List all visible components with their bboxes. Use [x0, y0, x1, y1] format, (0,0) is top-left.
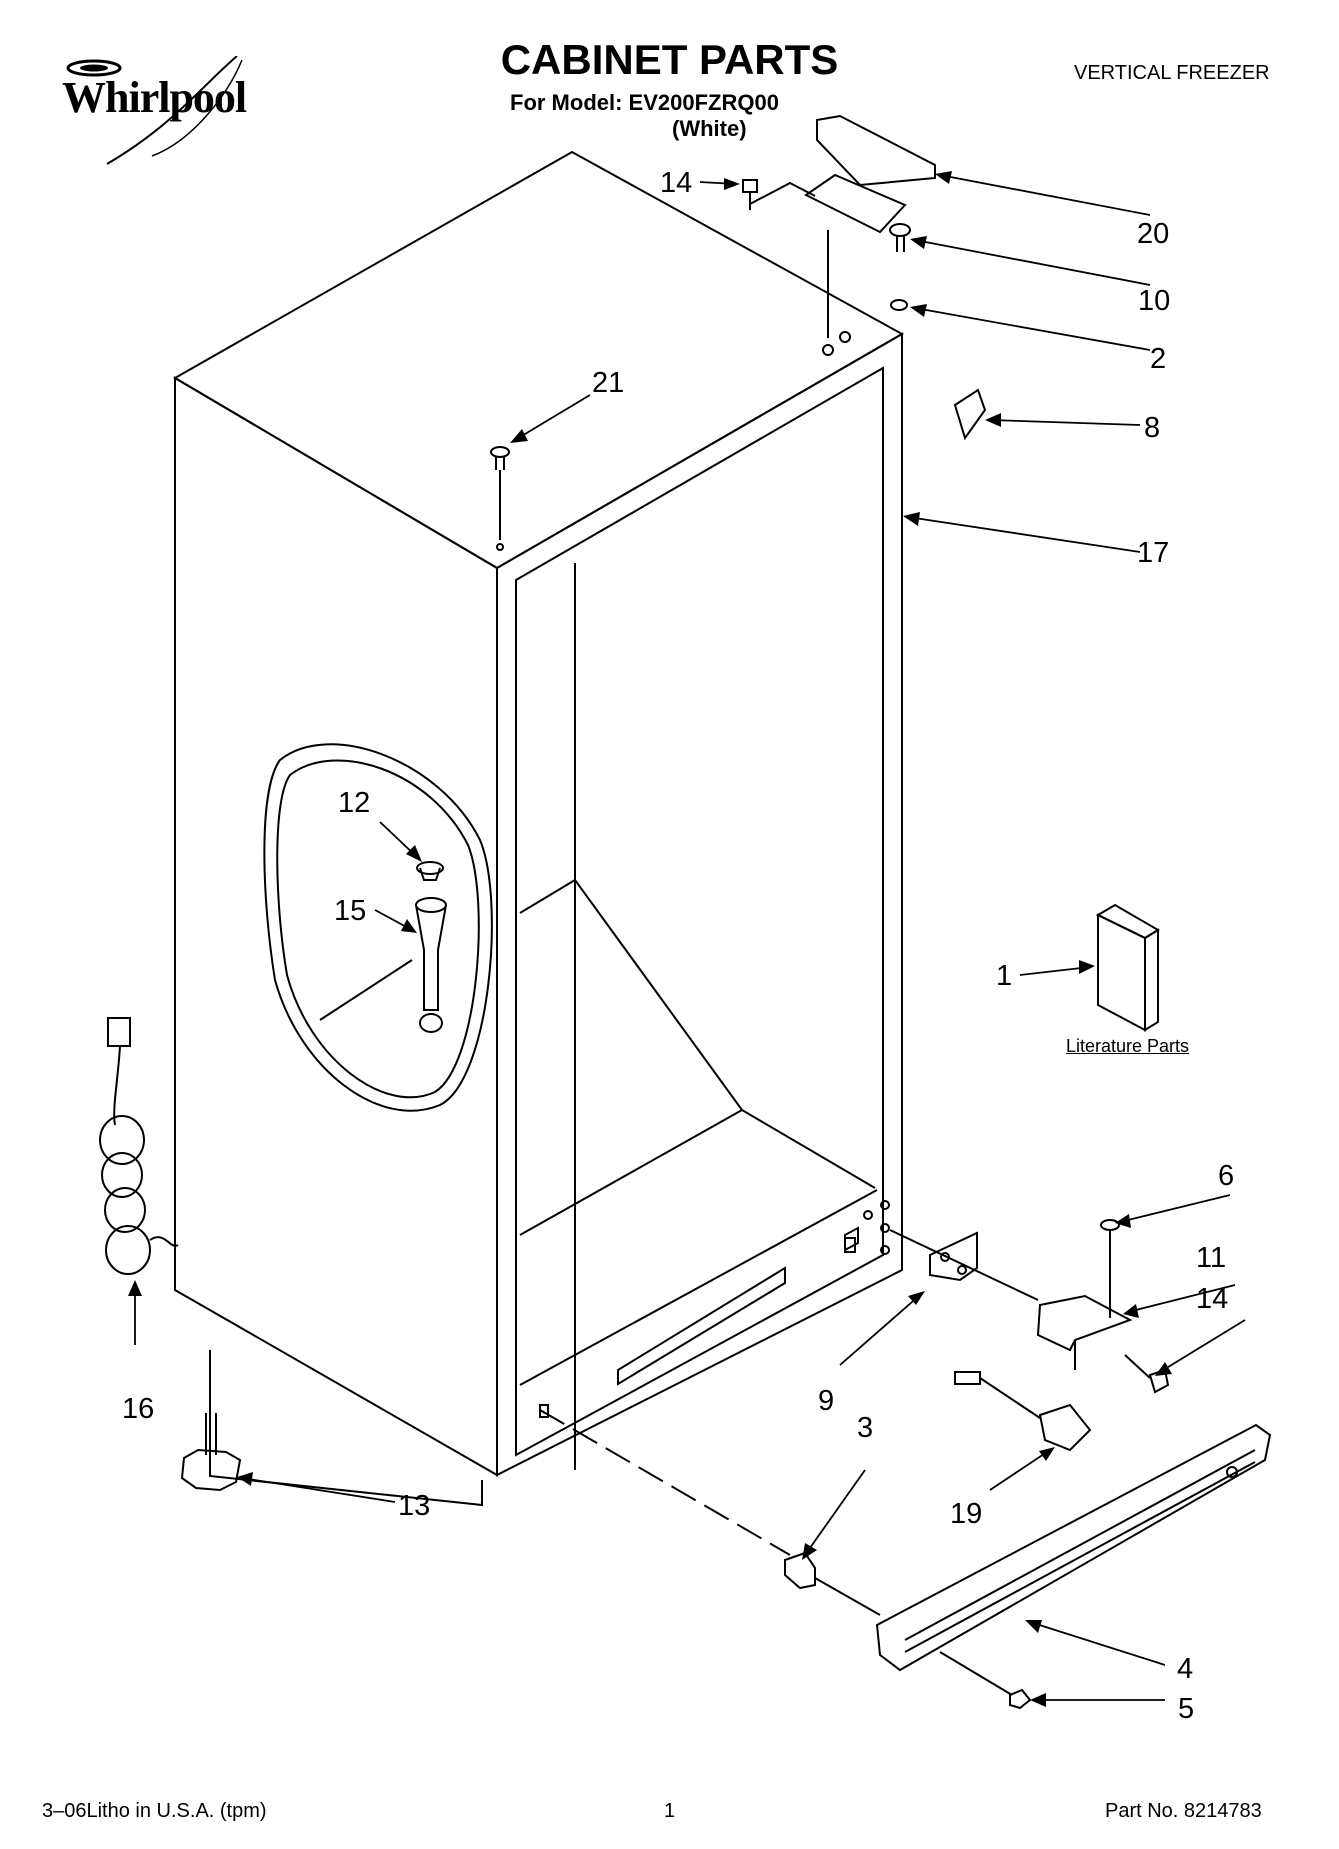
screw-21 [490, 446, 510, 551]
model-color: (White) [672, 116, 747, 141]
callout-8: 8 [1144, 412, 1160, 444]
drain-tube [319, 861, 447, 1033]
leveling-leg [180, 1413, 242, 1492]
model-number: For Model: EV200FZRQ00 [510, 90, 779, 115]
callout-4: 4 [1177, 1653, 1193, 1685]
top-hinge [742, 114, 936, 356]
callout-9: 9 [818, 1385, 834, 1417]
part-number: Part No. 8214783 [1105, 1800, 1262, 1822]
callout-14-bottom: 14 [1196, 1283, 1228, 1315]
callout-19: 19 [950, 1498, 982, 1530]
brand-logo-text: Whirlpool [62, 73, 247, 122]
callout-12: 12 [338, 787, 370, 819]
callout-15: 15 [334, 895, 366, 927]
door-stop [953, 388, 987, 441]
literature-parts-label: Literature Parts [1066, 1036, 1190, 1056]
callout-3: 3 [857, 1412, 873, 1444]
brand-logo: Whirlpool [62, 72, 247, 123]
bottom-hinge [844, 1210, 1170, 1394]
callout-17: 17 [1137, 537, 1169, 569]
callout-6: 6 [1218, 1160, 1234, 1192]
callout-13: 13 [398, 1490, 430, 1522]
logo-swirl-icon [66, 56, 243, 165]
cabinet-body [173, 150, 905, 1507]
callout-16: 16 [122, 1393, 154, 1425]
callout-11: 11 [1196, 1242, 1226, 1274]
side-access-panel [263, 743, 493, 1112]
product-category: VERTICAL FREEZER [1074, 62, 1270, 84]
callout-1: 1 [996, 960, 1012, 992]
power-cord [99, 1017, 179, 1275]
leader-lines [134, 174, 1246, 1701]
page-number: 1 [664, 1800, 676, 1822]
door-switch [954, 1371, 1092, 1452]
literature-book [1095, 903, 1160, 1032]
callouts: 14 20 10 2 21 8 17 12 15 1 6 11 14 16 9 … [122, 167, 1234, 1725]
callout-5: 5 [1178, 1693, 1194, 1725]
leader-arrowheads [128, 171, 1172, 1707]
toe-grille [539, 1409, 1272, 1710]
callout-20: 20 [1137, 218, 1169, 250]
callout-2: 2 [1150, 343, 1166, 375]
footer-print-info: 3–06Litho in U.S.A. (tpm) [42, 1800, 267, 1822]
callout-14-top: 14 [660, 167, 692, 199]
page-title: CABINET PARTS [500, 36, 839, 83]
callout-10: 10 [1138, 285, 1170, 317]
callout-21: 21 [592, 367, 624, 399]
